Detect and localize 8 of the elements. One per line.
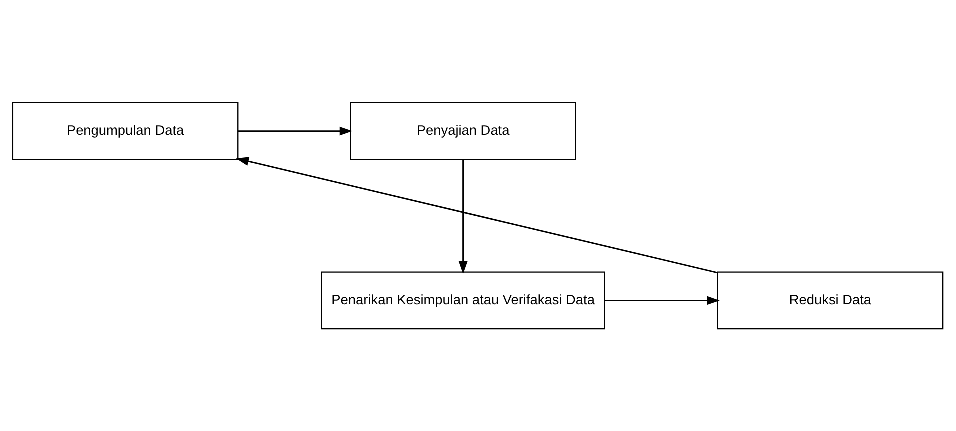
node-box: Reduksi Data: [717, 271, 944, 330]
node-box: Penarikan Kesimpulan atau Verifakasi Data: [321, 271, 606, 330]
arrow: [236, 156, 718, 274]
node-box: Pengumpulan Data: [12, 102, 239, 160]
node-box: Penyajian Data: [350, 102, 576, 160]
arrow: [458, 159, 468, 274]
arrow: [238, 126, 353, 136]
arrow: [604, 296, 720, 305]
